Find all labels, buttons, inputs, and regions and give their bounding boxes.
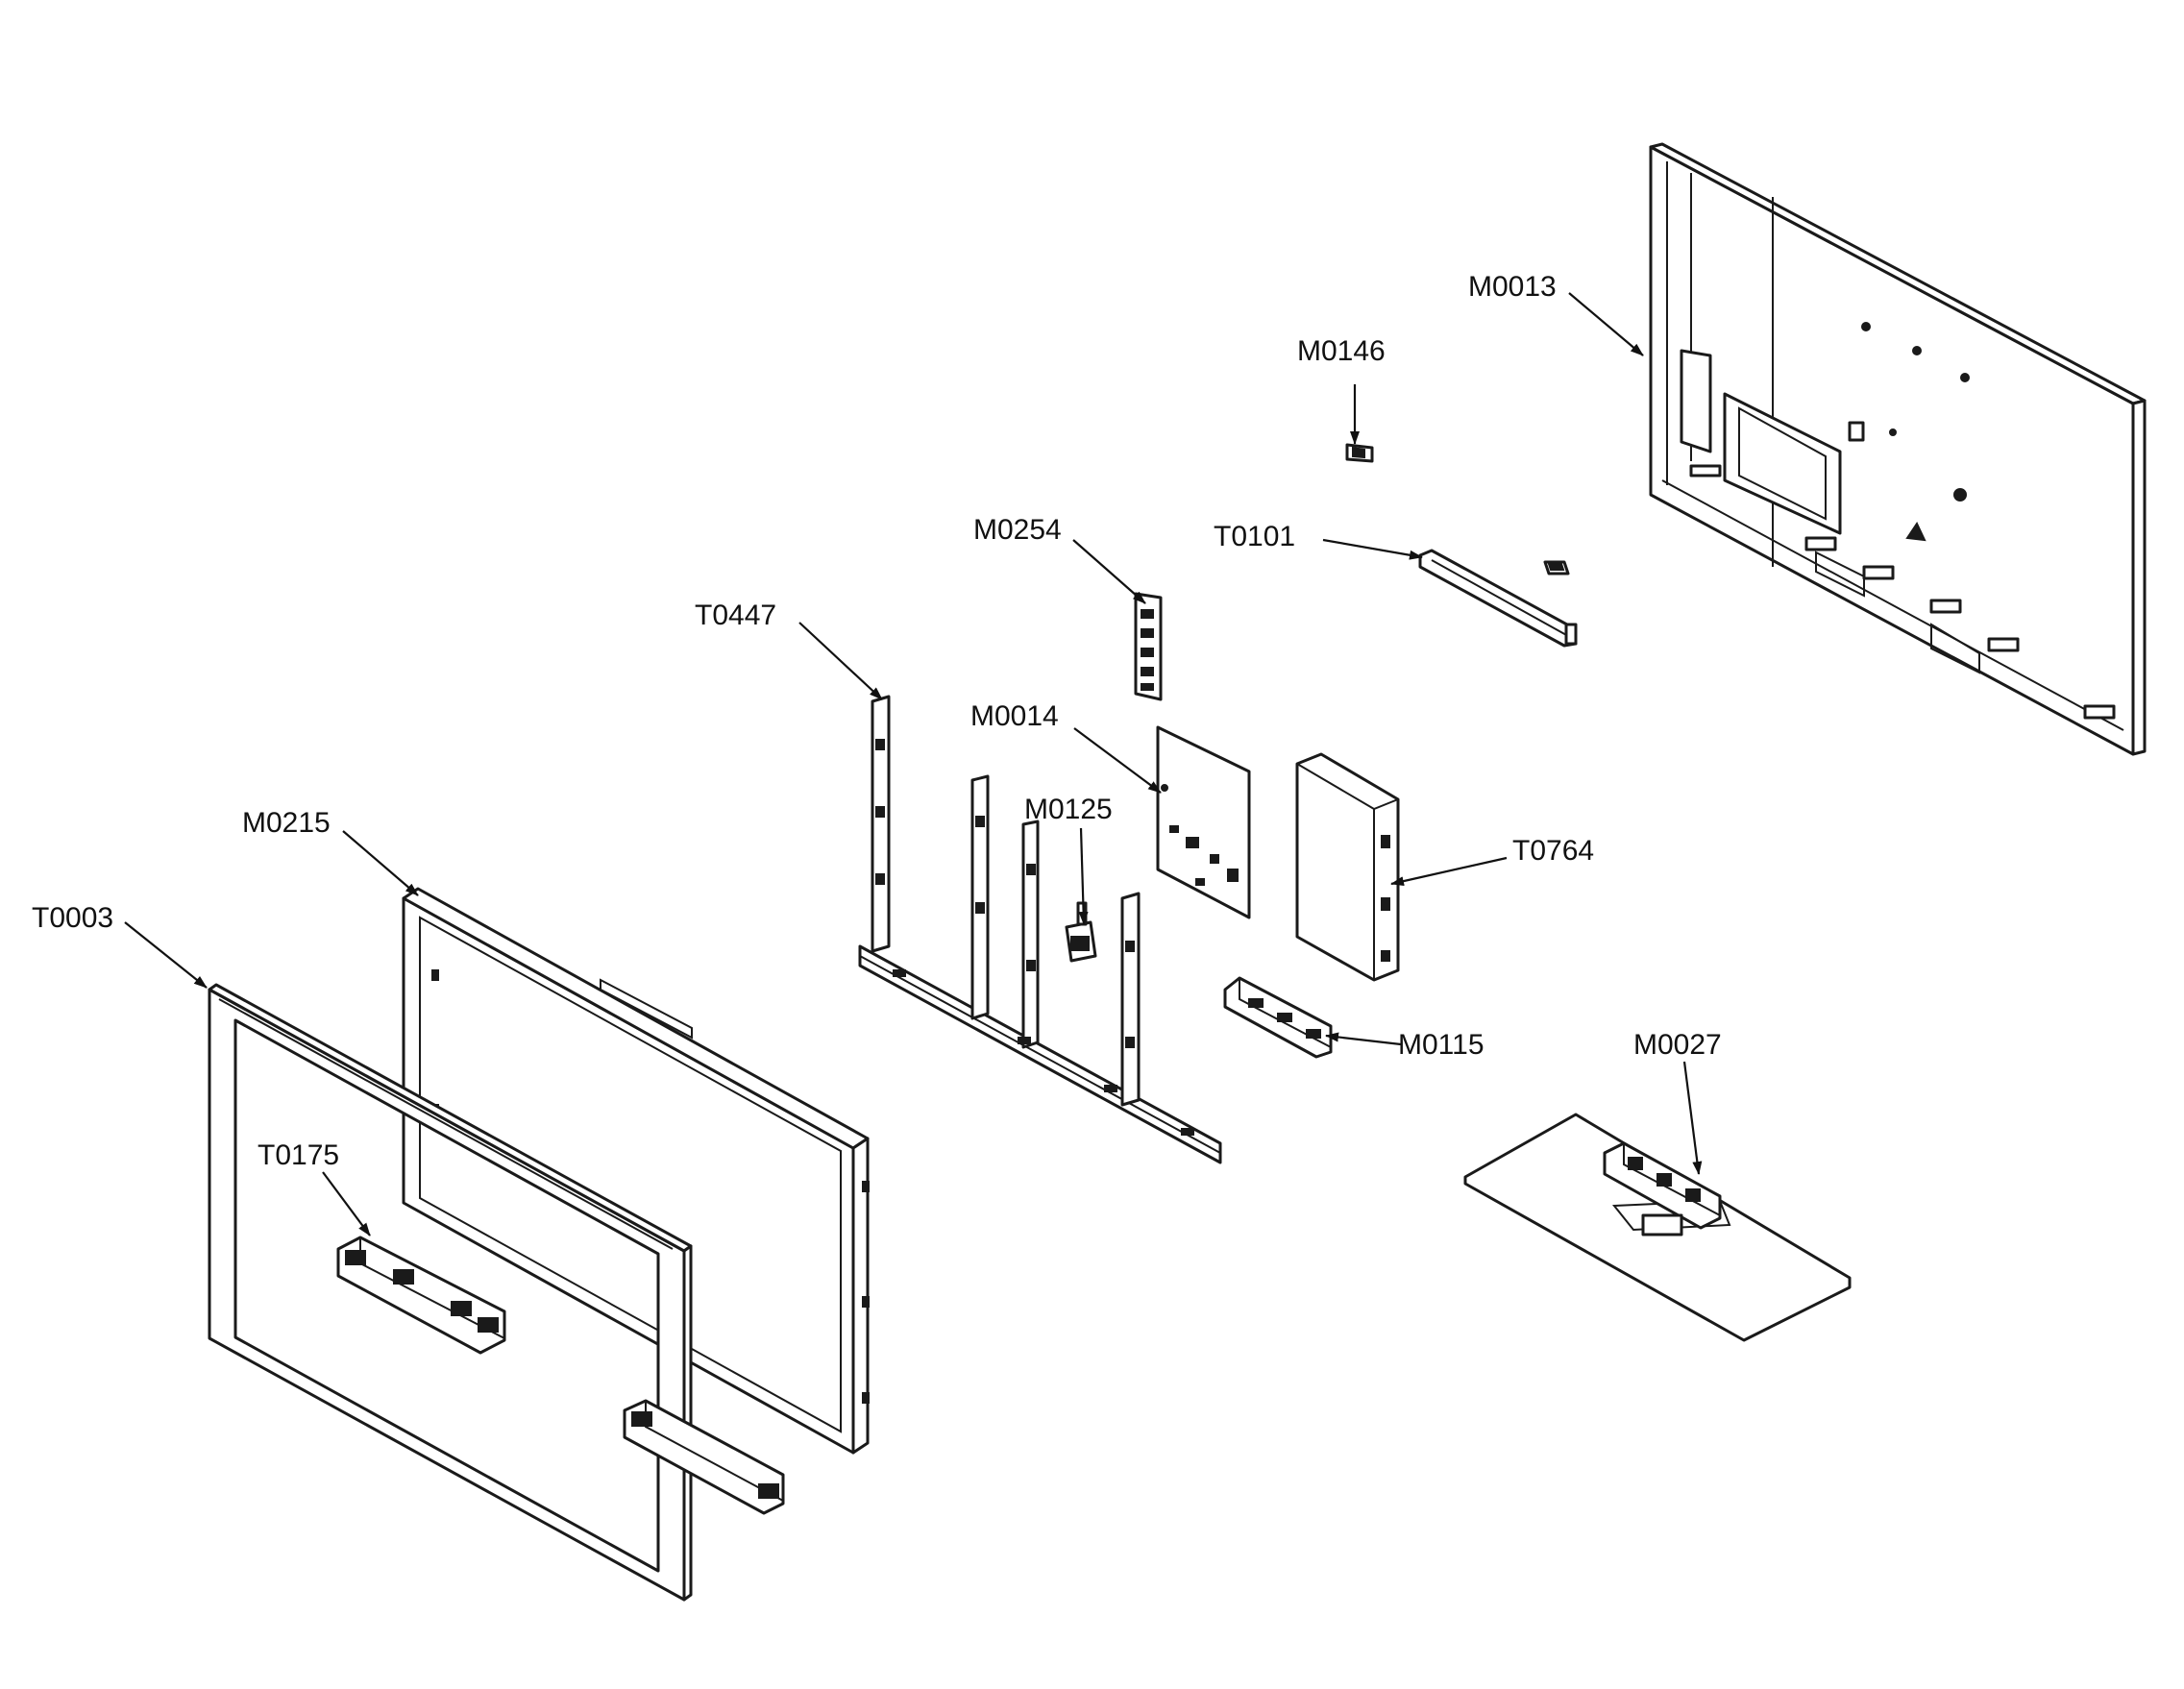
speaker-part [336, 1236, 785, 1515]
main-board-part [1156, 725, 1251, 919]
leader-m0215 [342, 830, 419, 896]
front-bezel-part [208, 983, 693, 1602]
leader-m0027 [1682, 1061, 1703, 1175]
stand-part [1463, 1113, 1852, 1342]
label-m0014: M0014 [970, 700, 1059, 732]
leader-lines [124, 292, 1703, 1236]
bottom-bracket-part [1223, 976, 1333, 1059]
leader-m0014 [1073, 727, 1162, 794]
chassis-frame-part [858, 695, 1222, 1164]
leader-m0013 [1568, 292, 1644, 356]
bracket-part [1418, 549, 1578, 648]
label-m0146: M0146 [1297, 335, 1386, 367]
label-t0175: T0175 [258, 1139, 339, 1171]
label-m0115: M0115 [1398, 1029, 1485, 1061]
leader-t0764 [1390, 856, 1508, 887]
power-board-part [1295, 752, 1400, 982]
label-m0027: M0027 [1633, 1029, 1722, 1061]
lcd-panel-part [402, 887, 870, 1455]
leader-m0125 [1078, 827, 1089, 925]
keyboard-part [1134, 592, 1163, 701]
leader-m0115 [1325, 1032, 1402, 1046]
leader-m0254 [1072, 539, 1146, 604]
label-t0447: T0447 [695, 600, 776, 631]
leader-t0101 [1322, 538, 1423, 560]
clip-part [1345, 443, 1374, 463]
label-t0003: T0003 [32, 902, 113, 934]
label-m0254: M0254 [973, 514, 1062, 546]
label-t0764: T0764 [1512, 835, 1594, 867]
back-cover-part [1649, 142, 2147, 756]
label-m0125: M0125 [1024, 794, 1113, 825]
label-t0101: T0101 [1214, 521, 1295, 552]
leader-t0175 [322, 1171, 371, 1236]
leader-t0447 [798, 622, 883, 700]
part-labels: M0013 M0146 T0101 M0254 T0447 M0014 M012… [32, 271, 1722, 1171]
label-m0013: M0013 [1468, 271, 1557, 303]
label-m0215: M0215 [242, 807, 331, 839]
leader-t0003 [124, 921, 208, 989]
